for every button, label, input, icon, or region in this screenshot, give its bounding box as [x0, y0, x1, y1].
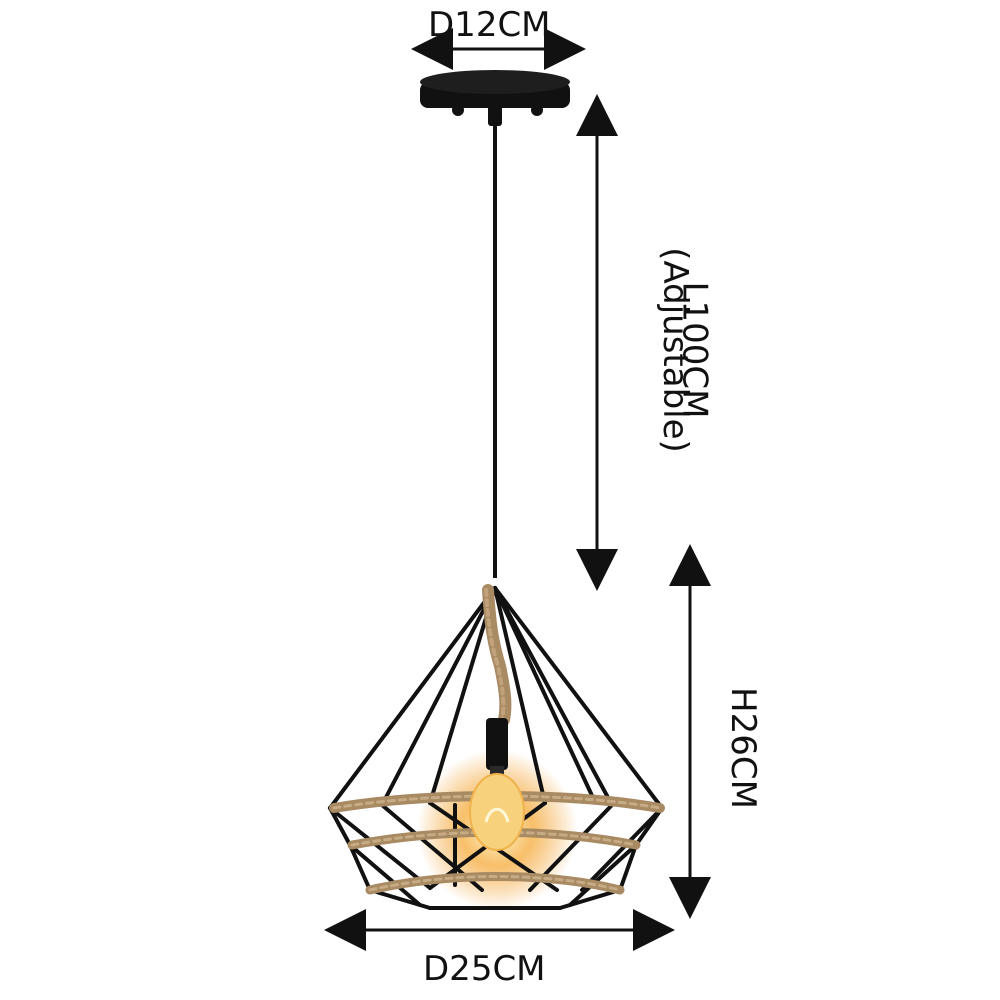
dimension-lines: [324, 28, 711, 951]
shade-diameter-label: D25CM: [423, 949, 546, 989]
canopy-diameter-label: D12CM: [428, 5, 551, 45]
shade-height-label: H26CM: [722, 687, 763, 809]
bulb-and-socket: [469, 718, 525, 851]
ceiling-canopy: [420, 70, 570, 126]
cord-adjustable-label: (Adjustable): [654, 247, 695, 453]
